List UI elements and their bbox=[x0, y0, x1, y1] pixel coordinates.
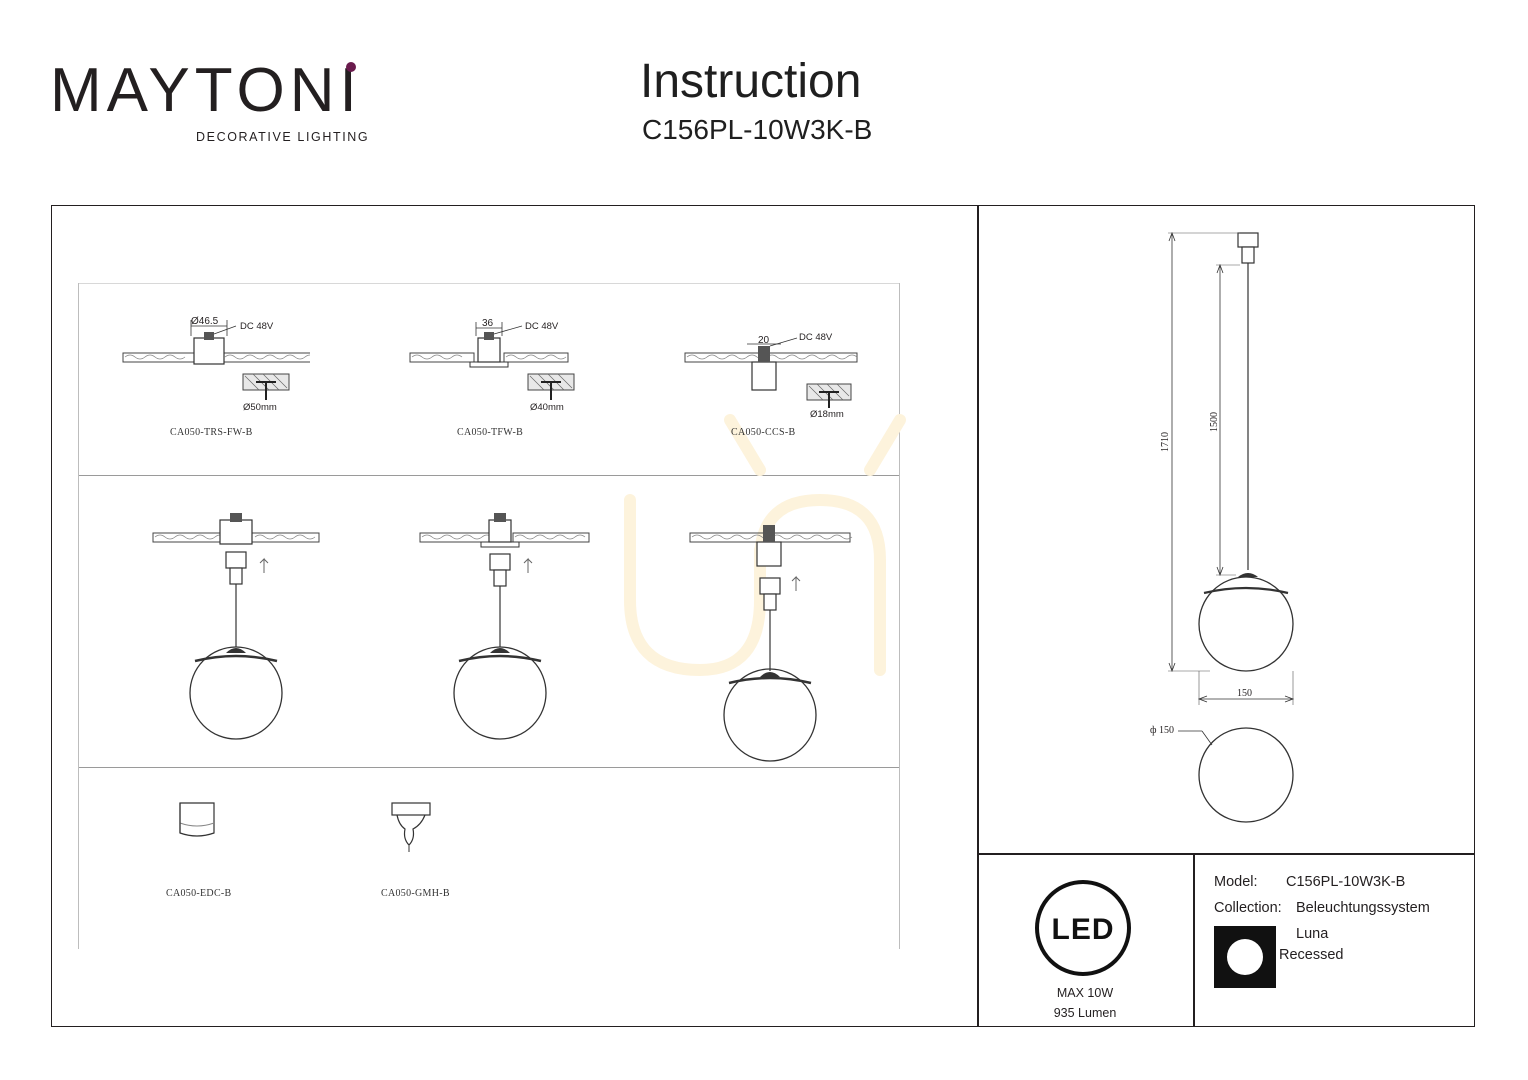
spec-mount-type: Recessed bbox=[1279, 947, 1344, 963]
instruction-frame bbox=[51, 205, 1475, 1027]
dimension-drawing bbox=[1168, 231, 1295, 823]
brand-tagline: DECORATIVE LIGHTING bbox=[196, 130, 370, 144]
mounting-diagram-trs bbox=[122, 320, 310, 400]
trs-voltage: DC 48V bbox=[240, 321, 274, 332]
ccs-dimension: 20 bbox=[758, 335, 770, 346]
brand-name: MAYTONI bbox=[50, 56, 362, 125]
tfw-dimension: 36 bbox=[482, 318, 494, 329]
brand-logo: MAYTONI bbox=[50, 60, 362, 122]
install-step-trs bbox=[152, 513, 320, 740]
spec-series: Luna bbox=[1296, 926, 1329, 942]
frame-divider-vertical bbox=[977, 205, 979, 1027]
grid-right-line bbox=[899, 283, 900, 949]
recessed-mount-icon bbox=[1214, 926, 1276, 988]
led-flux: 935 Lumen bbox=[1053, 1006, 1117, 1020]
grid-row-divider-1 bbox=[78, 475, 900, 476]
dim-width: 150 bbox=[1237, 688, 1252, 699]
spec-collection-label: Collection: bbox=[1214, 900, 1282, 916]
frame-divider-spec bbox=[977, 853, 1475, 855]
part-label-ccs: CA050-CCS-B bbox=[731, 427, 796, 438]
trs-dimension: Ø46.5 bbox=[191, 316, 219, 327]
led-badge: LED bbox=[1035, 880, 1131, 976]
part-label-gmh: CA050-GMH-B bbox=[381, 888, 450, 899]
install-step-tfw bbox=[419, 513, 590, 740]
logo-accent-dot bbox=[346, 62, 356, 72]
grid-row-divider-2 bbox=[78, 767, 900, 768]
part-label-edc: CA050-EDC-B bbox=[166, 888, 232, 899]
tfw-hole: Ø40mm bbox=[530, 402, 564, 413]
page-title: Instruction bbox=[640, 55, 862, 108]
spec-model-value: C156PL-10W3K-B bbox=[1286, 874, 1406, 890]
dim-cable-length: 1500 bbox=[1209, 412, 1220, 432]
led-badge-text: LED bbox=[1052, 913, 1115, 946]
spec-collection-value: Beleuchtungssystem bbox=[1296, 900, 1430, 916]
dim-total-height: 1710 bbox=[1160, 432, 1171, 452]
part-label-trs: CA050-TRS-FW-B bbox=[170, 427, 253, 438]
frame-divider-led bbox=[1193, 853, 1195, 1027]
grid-top-line bbox=[78, 283, 900, 284]
mounting-diagram-ccs bbox=[684, 337, 858, 408]
grid-left-line bbox=[78, 283, 79, 949]
trs-hole: Ø50mm bbox=[243, 402, 277, 413]
ccs-hole: Ø18mm bbox=[810, 409, 844, 420]
tfw-voltage: DC 48V bbox=[525, 321, 559, 332]
accessory-edc-icon bbox=[179, 802, 215, 837]
page-subtitle-model: C156PL-10W3K-B bbox=[642, 114, 873, 145]
mounting-diagram-tfw bbox=[409, 322, 575, 400]
dim-diameter: ф 150 bbox=[1150, 725, 1174, 736]
install-step-ccs bbox=[689, 525, 853, 762]
led-power: MAX 10W bbox=[1056, 986, 1114, 1000]
spec-model-label: Model: bbox=[1214, 874, 1258, 890]
accessory-gmh-icon bbox=[391, 802, 431, 852]
ccs-voltage: DC 48V bbox=[799, 332, 833, 343]
part-label-tfw: CA050-TFW-B bbox=[457, 427, 524, 438]
